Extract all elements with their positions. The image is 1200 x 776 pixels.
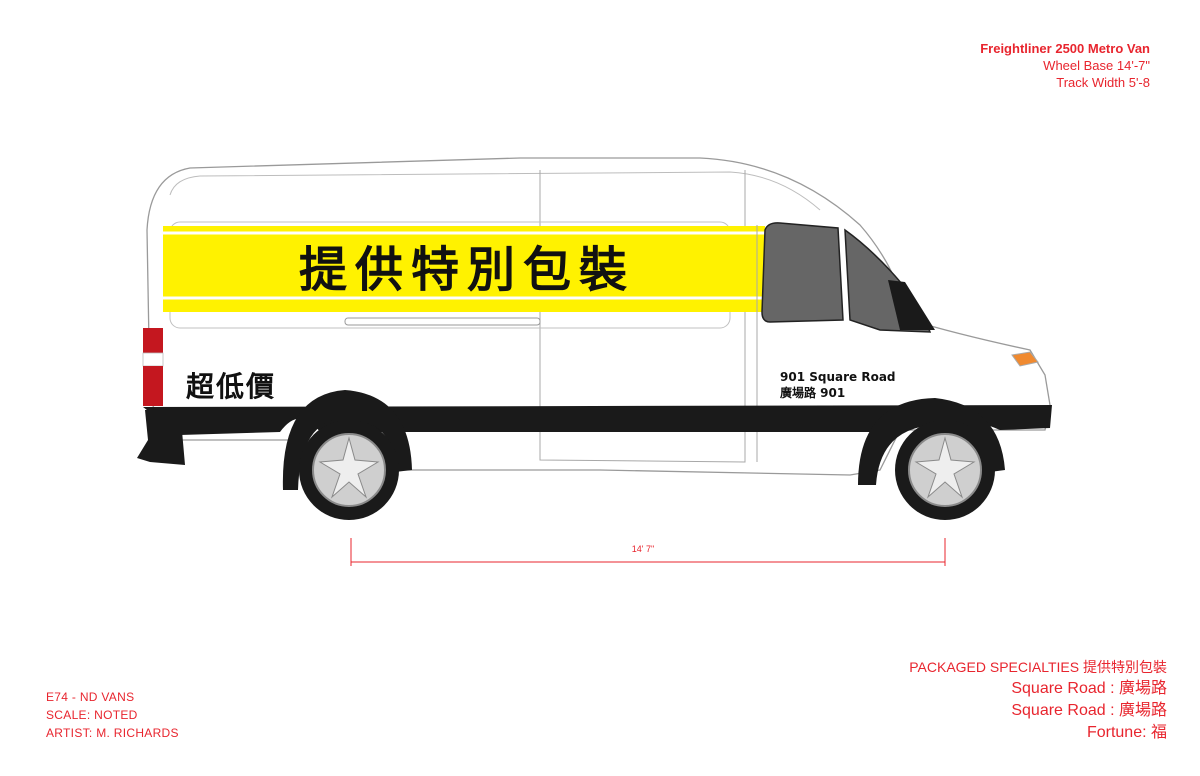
banner-text: 提供特別包裝: [299, 242, 635, 298]
spec-track-width: Track Width 5'-8: [1056, 75, 1150, 90]
brand-block: PACKAGED SPECIALTIES 提供特別包裝 Square Road …: [909, 656, 1167, 744]
meta-scale: SCALE: NOTED: [46, 708, 138, 722]
side-mirror: [888, 280, 935, 330]
tail-light-mid: [142, 352, 164, 367]
rear-wheel-arch: [282, 390, 412, 490]
front-wheel: [895, 420, 995, 520]
side-text: 超低價: [186, 370, 276, 403]
brand-line-1: Square Road : 廣場路: [1011, 680, 1167, 697]
tail-light-bottom: [143, 366, 163, 406]
roof-line: [169, 171, 821, 211]
front-wheel-arch: [858, 398, 1005, 485]
spec-block: Freightliner 2500 Metro Van Wheel Base 1…: [980, 40, 1150, 91]
address-en: 901 Square Road: [780, 370, 896, 384]
tail-light-top: [143, 328, 163, 353]
rear-wheel: [299, 420, 399, 520]
brand-line-3: Fortune: 福: [1086, 724, 1167, 741]
meta-code: E74 - ND VANS: [46, 690, 135, 704]
brand-title: PACKAGED SPECIALTIES 提供特別包裝: [909, 659, 1167, 675]
dimension-label: 14' 7": [632, 544, 654, 554]
door-track: [344, 317, 541, 326]
rear-bumper: [137, 408, 185, 465]
front-window: [761, 222, 844, 323]
side-door-panel: [539, 170, 746, 463]
meta-block: E74 - ND VANS SCALE: NOTED ARTIST: M. RI…: [46, 688, 179, 742]
wheelbase-dimension: [350, 538, 946, 566]
spec-model: Freightliner 2500 Metro Van: [980, 41, 1150, 56]
spec-wheel-base: Wheel Base 14'-7": [1043, 58, 1150, 73]
address-zh: 廣場路 901: [780, 385, 845, 400]
headlight: [1011, 351, 1039, 367]
meta-artist: ARTIST: M. RICHARDS: [46, 726, 179, 740]
brand-line-2: Square Road : 廣場路: [1011, 702, 1167, 719]
